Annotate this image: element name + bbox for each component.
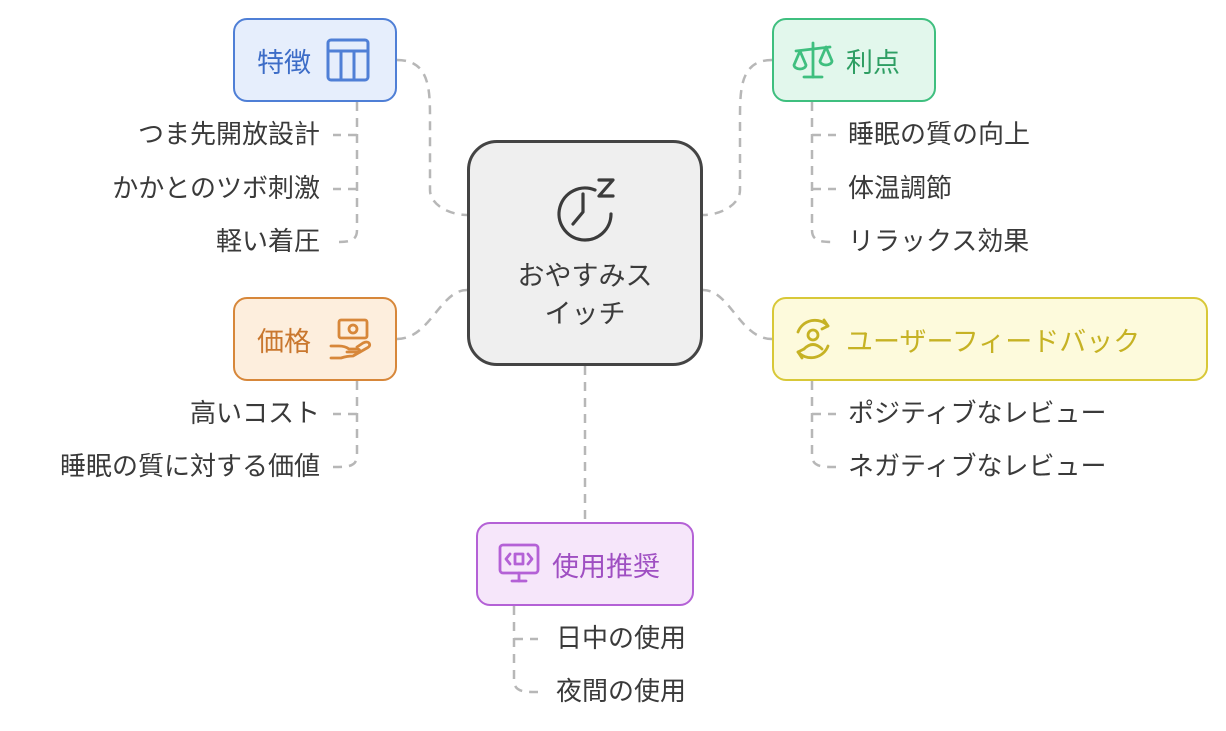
edge-price <box>396 288 468 341</box>
table-icon <box>325 37 371 83</box>
price-item: 睡眠の質に対する価値 <box>59 452 320 482</box>
money-hand-icon <box>327 316 373 362</box>
edge-feedback <box>702 288 773 341</box>
center-title: おやすみス イッチ <box>517 261 653 330</box>
edge-benefits <box>702 58 773 217</box>
benefits-title: 利点 <box>846 47 900 79</box>
feedback-item: ネガティブなレビュー <box>848 452 1107 482</box>
features-item: つま先開放設計 <box>137 120 320 150</box>
sleep-timer-icon <box>549 172 621 244</box>
usage-item: 日中の使用 <box>556 624 687 654</box>
balance-scale-icon <box>790 37 836 83</box>
edge-features <box>396 58 468 217</box>
price-title: 価格 <box>257 326 311 358</box>
usage-node[interactable]: 使用推奨 <box>476 522 694 606</box>
feedback-node[interactable]: ユーザーフィードバック <box>772 297 1208 381</box>
features-item: かかとのツボ刺激 <box>112 174 320 204</box>
price-node[interactable]: 価格 <box>233 297 397 381</box>
features-title: 特徴 <box>257 47 311 79</box>
benefits-node[interactable]: 利点 <box>772 18 936 102</box>
usage-item: 夜間の使用 <box>556 677 687 707</box>
user-cycle-icon <box>790 316 836 362</box>
feedback-item: ポジティブなレビュー <box>848 399 1107 429</box>
feedback-title: ユーザーフィードバック <box>846 326 1141 358</box>
edge-feedback-leaves <box>810 381 837 469</box>
edge-usage-leaves <box>512 606 539 694</box>
usage-title: 使用推奨 <box>552 551 660 583</box>
edge-features-leaves <box>332 102 359 244</box>
price-item: 高いコスト <box>189 399 320 429</box>
features-item: 軽い着圧 <box>215 227 320 257</box>
benefits-item: 体温調節 <box>848 174 953 204</box>
benefits-item: 睡眠の質の向上 <box>848 120 1031 150</box>
features-node[interactable]: 特徴 <box>233 18 397 102</box>
center-node[interactable]: おやすみス イッチ <box>467 140 703 366</box>
benefits-item: リラックス効果 <box>848 227 1030 257</box>
monitor-code-icon <box>496 541 542 587</box>
edge-price-leaves <box>332 381 359 469</box>
edge-benefits-leaves <box>810 102 837 244</box>
